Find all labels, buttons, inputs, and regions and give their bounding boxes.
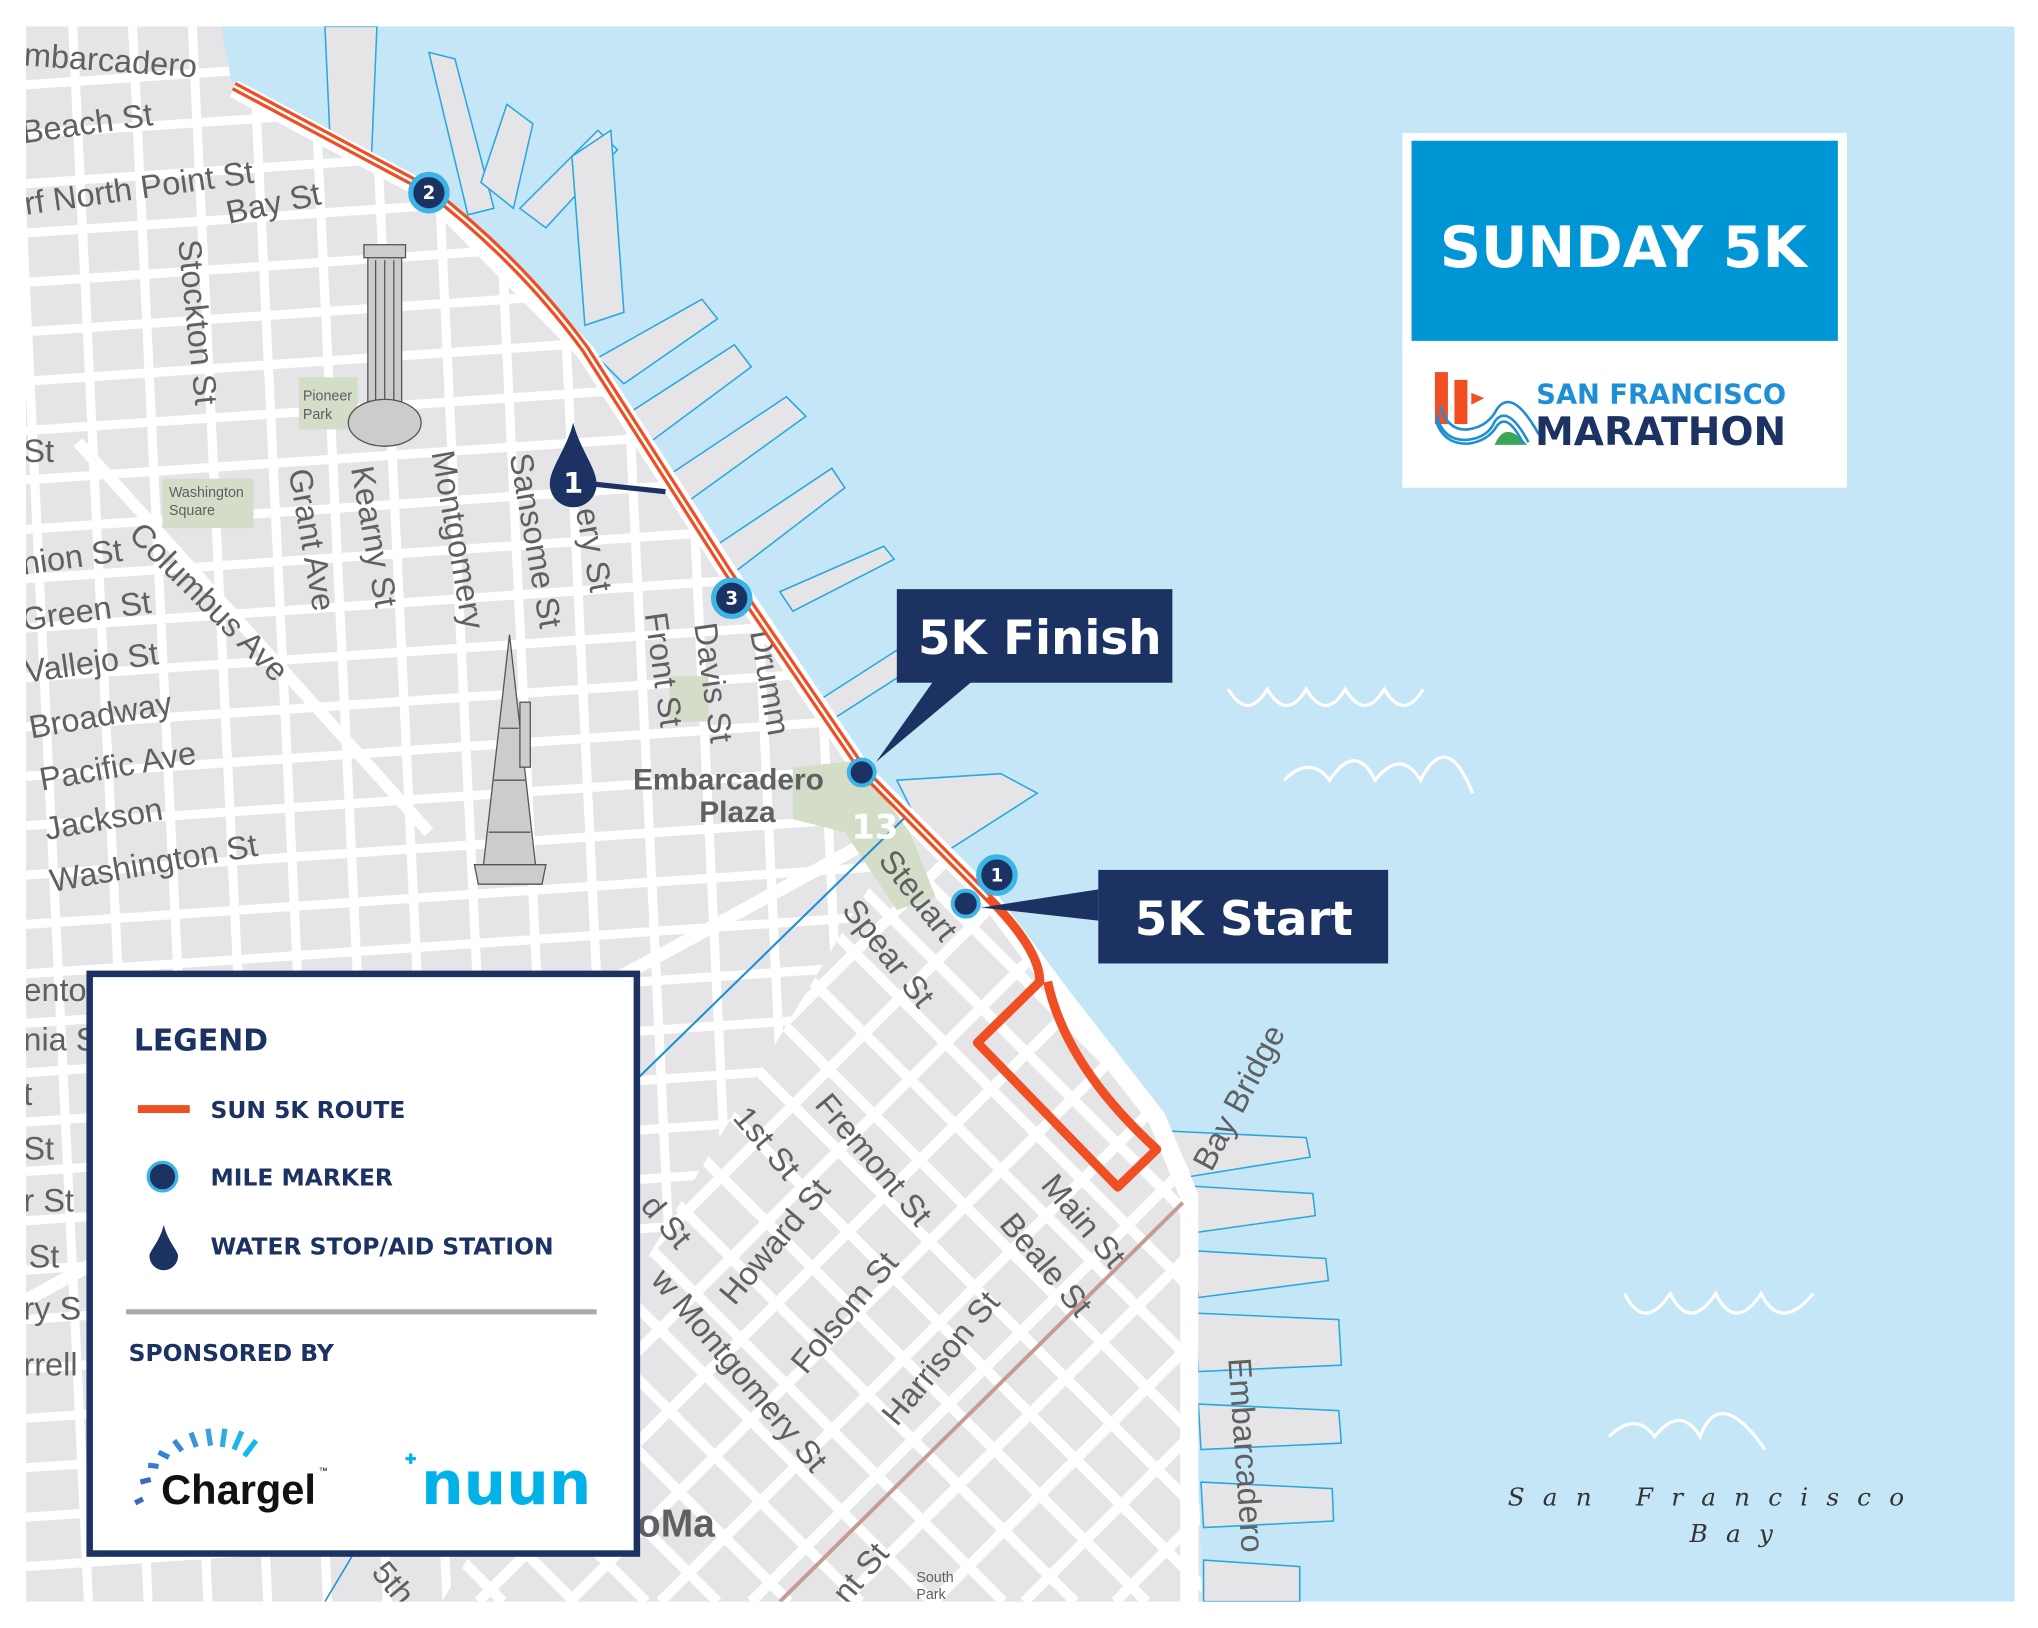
park-label: Park	[303, 407, 333, 423]
legend: LEGEND SUN 5K ROUTE MILE MARKER WATER ST…	[86, 970, 641, 1557]
bay-label: San Francisco	[1508, 1482, 1923, 1511]
transamerica-pyramid-icon	[473, 634, 547, 885]
street-label: t	[23, 1076, 32, 1112]
street	[441, 819, 1203, 1602]
legend-item-label: SUN 5K ROUTE	[211, 1096, 406, 1124]
street	[656, 819, 1203, 1602]
svg-text:1: 1	[991, 866, 1004, 887]
plaza-label: Embarcadero	[633, 763, 824, 796]
svg-text:1: 1	[563, 466, 583, 500]
street	[441, 819, 936, 1602]
water-drop-icon	[549, 422, 597, 508]
street-label: ento	[23, 972, 86, 1008]
chargel-logo-icon	[134, 1428, 259, 1506]
logo-line-2: MARATHON	[1535, 410, 1786, 455]
park-label: South	[916, 1570, 953, 1586]
legend-item-label: MILE MARKER	[211, 1164, 393, 1192]
legend-item-label: WATER STOP/AID STATION	[211, 1233, 554, 1261]
park-label: Square	[169, 503, 215, 519]
sun-5k-route	[231, 82, 1162, 1192]
plaza-number: 13	[851, 808, 898, 847]
title-box: SUNDAY 5K SAN FRANCISCO MARATHON	[1402, 132, 1847, 488]
sf-marathon-logo-icon	[1434, 372, 1541, 445]
piers	[324, 26, 1343, 1602]
street	[441, 819, 1203, 1602]
start-callout: 5K Start	[950, 869, 1389, 964]
mile-marker-1[interactable]: 1	[976, 854, 1018, 896]
street	[838, 819, 1203, 1602]
nuun-plus-icon	[405, 1453, 416, 1464]
street-label: r St	[23, 1183, 74, 1219]
sponsor-nuun[interactable]: nuun	[421, 1450, 591, 1519]
rail-line	[778, 1201, 1185, 1602]
street-label: rrell	[23, 1346, 77, 1382]
wave-decorations	[1226, 686, 1815, 1451]
mile-marker-icon	[146, 1160, 179, 1193]
legend-title: LEGEND	[134, 1024, 268, 1059]
coit-tower-icon	[347, 244, 422, 447]
water-drop-icon	[149, 1224, 179, 1271]
street	[747, 819, 1203, 1602]
water-stop-1[interactable]: 1	[549, 422, 666, 508]
finish-point[interactable]	[846, 757, 877, 788]
street-label: nia S	[23, 1022, 97, 1058]
neighborhood-label: oMa	[637, 1503, 715, 1546]
mile-marker-2[interactable]: 2	[408, 171, 450, 214]
mile-marker-3[interactable]: 3	[710, 577, 753, 620]
svg-text:3: 3	[725, 589, 738, 610]
event-title: SUNDAY 5K	[1440, 215, 1810, 281]
svg-text:5K Finish: 5K Finish	[918, 612, 1162, 666]
trademark: ™	[319, 1466, 328, 1476]
street-label: St	[23, 1131, 54, 1167]
parks	[162, 377, 936, 911]
sponsor-chargel[interactable]: Chargel	[161, 1466, 316, 1513]
transit-line	[636, 811, 911, 1080]
street	[25, 904, 910, 979]
street-label: St	[29, 1239, 60, 1275]
sponsored-by-label: SPONSORED BY	[129, 1339, 335, 1367]
finish-callout: 5K Finish	[846, 589, 1173, 788]
bay-label: Bay	[1689, 1519, 1791, 1548]
svg-text:5K Start: 5K Start	[1135, 893, 1353, 947]
street	[441, 819, 1203, 1602]
street	[929, 819, 1203, 1602]
street-label: St	[23, 433, 54, 469]
park-label: Washington	[169, 485, 244, 501]
park-label: Pioneer	[303, 389, 352, 405]
street	[441, 819, 1008, 1602]
street-label: ry S	[23, 1291, 81, 1327]
street	[441, 819, 1203, 1602]
plaza-label: Plaza	[699, 796, 776, 829]
logo-line-1: SAN FRANCISCO	[1536, 379, 1786, 410]
street	[25, 26, 93, 1602]
park-label: Park	[916, 1587, 946, 1603]
svg-text:2: 2	[423, 183, 436, 204]
start-point[interactable]	[950, 888, 981, 919]
street	[441, 819, 865, 1602]
